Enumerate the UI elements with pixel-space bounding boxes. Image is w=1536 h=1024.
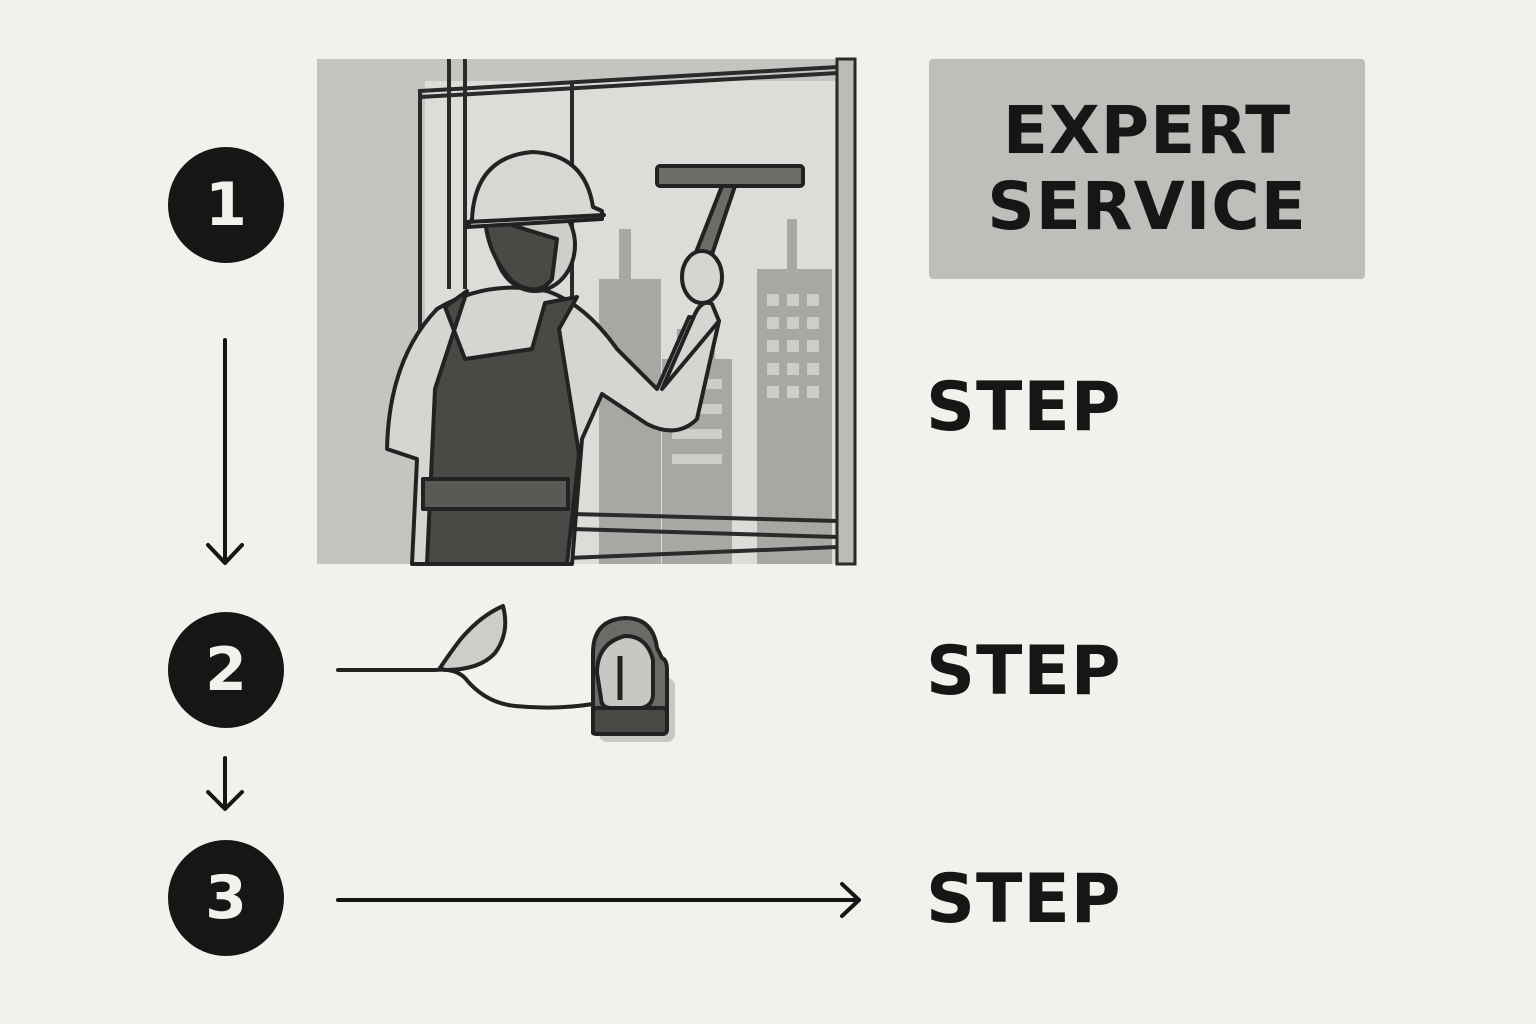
vacuum-cleaner-icon — [336, 604, 675, 742]
step-2-number: 2 — [168, 612, 284, 728]
step-1-label: STEP — [926, 368, 1122, 447]
step-1-number: 1 — [168, 147, 284, 263]
expert-service-badge: EXPERT SERVICE — [929, 59, 1365, 279]
step-3-label: STEP — [926, 860, 1122, 939]
window-cleaner-icon — [317, 57, 857, 567]
arrow-down-2-icon — [206, 756, 244, 811]
step-2-label: STEP — [926, 632, 1122, 711]
step-3-number: 3 — [168, 840, 284, 956]
arrow-right-icon — [336, 882, 861, 918]
arrow-down-1-icon — [206, 338, 244, 565]
